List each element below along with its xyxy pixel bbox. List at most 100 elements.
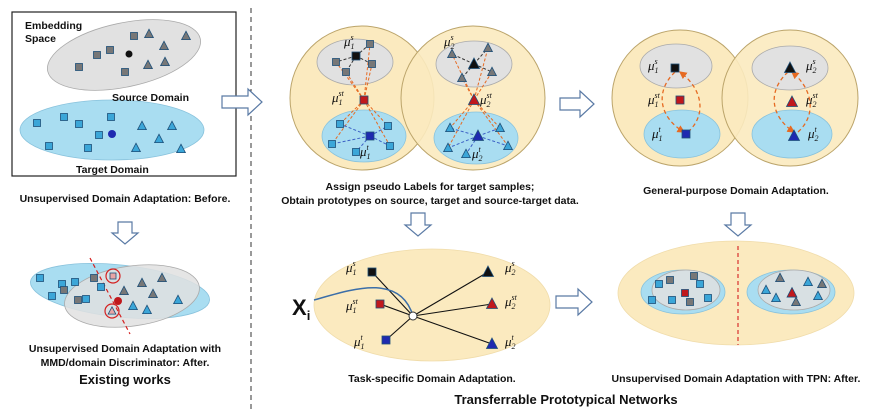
prototype-label: μ1st [647, 91, 661, 109]
prototype-label: μ1t [651, 125, 663, 143]
prototype-label: μ1s [345, 259, 357, 277]
square-marker [668, 296, 676, 304]
connection-line [447, 99, 475, 149]
connection-line [412, 271, 489, 317]
connection-line [477, 127, 501, 137]
tpn-region [617, 240, 855, 346]
circle-marker [125, 50, 133, 58]
square-marker [97, 283, 105, 291]
square-marker [130, 32, 138, 40]
connection-line [345, 71, 365, 101]
square-marker [95, 131, 103, 139]
prototype-label: μ2s [504, 259, 516, 277]
square-marker [351, 51, 361, 61]
caption-tpn-after: Unsupervised Domain Adaptation with TPN:… [612, 373, 861, 385]
prototype-label: μ2t [807, 125, 819, 143]
square-marker [381, 335, 391, 345]
triangle-marker [127, 300, 139, 310]
triangle-marker [482, 42, 494, 52]
panel-task-markers [367, 265, 499, 349]
square-marker [666, 276, 674, 284]
triangle-marker [481, 265, 495, 277]
square-marker [704, 294, 712, 302]
connection-line [473, 47, 489, 101]
source-domain-label: Source Domain [112, 92, 189, 104]
square-marker [681, 129, 691, 139]
triangle-marker [456, 72, 468, 82]
triangle-marker [442, 142, 454, 152]
prototype-label: μ2st [504, 293, 518, 311]
triangle-marker [786, 286, 798, 298]
connection-line [461, 63, 475, 79]
misalignment-circle [105, 268, 121, 284]
triangle-marker [774, 272, 786, 282]
triangle-marker [153, 133, 165, 143]
connection-line [331, 135, 371, 145]
circle-marker [114, 297, 122, 305]
triangle-marker [471, 129, 485, 141]
triangle-marker [816, 278, 828, 288]
triangle-marker [486, 66, 498, 76]
triangle-marker [790, 296, 802, 306]
adaptation-arrow [773, 71, 796, 133]
right-arrow-icon [221, 87, 263, 117]
square-marker [93, 51, 101, 59]
connection-line [447, 135, 479, 149]
square-marker [359, 95, 369, 105]
square-marker [690, 272, 698, 280]
square-marker [365, 131, 375, 141]
prototype-label: μ2s [443, 33, 455, 51]
triangle-marker [446, 48, 458, 58]
connection-line [412, 303, 493, 317]
square-marker [33, 119, 41, 127]
triangle-marker [802, 276, 814, 286]
square-marker [336, 120, 344, 128]
square-marker [107, 113, 115, 121]
triangle-marker [444, 122, 456, 132]
connection-line [385, 315, 414, 341]
xi-connector [313, 287, 414, 317]
connection-line [473, 99, 509, 147]
down-arrow-icon [110, 221, 140, 245]
misalignment-circle [104, 303, 120, 319]
connection-line [363, 43, 371, 101]
square-marker [332, 58, 340, 66]
panel-before-markers [33, 28, 192, 153]
panel-existing-after [30, 257, 210, 335]
square-marker [366, 40, 374, 48]
tpn-title: Transferrable Prototypical Networks [454, 392, 677, 407]
square-marker [36, 274, 44, 282]
prototype-label: μ1st [331, 89, 345, 107]
triangle-marker [785, 95, 799, 107]
triangle-marker [136, 120, 148, 130]
square-marker [45, 142, 53, 150]
square-marker [106, 46, 114, 54]
triangle-marker [141, 304, 153, 314]
prototype-label: μ2t [471, 145, 483, 163]
connection-line [371, 271, 414, 317]
prototype-label: μ2st [805, 91, 819, 109]
prototype-label: μ1s [647, 57, 659, 75]
caption-mmd-line1: Unsupervised Domain Adaptation with [29, 343, 221, 355]
triangle-marker [147, 288, 159, 298]
caption-general-purpose: General-purpose Domain Adaptation. [643, 185, 829, 197]
source-domain-region [47, 19, 201, 91]
connection-line [477, 135, 509, 147]
triangle-marker [770, 292, 782, 302]
square-marker [60, 286, 68, 294]
caption-mmd-line2: MMD/domain Discriminator: After. [41, 357, 210, 369]
caption-assign-line1: Assign pseudo Labels for target samples; [326, 181, 535, 193]
prototype-label: μ1s [343, 33, 355, 51]
square-marker [352, 148, 360, 156]
target-domain-label: Target Domain [76, 164, 149, 176]
square-marker [367, 267, 377, 277]
prototype-label: μ1t [353, 333, 365, 351]
square-marker [48, 292, 56, 300]
adaptation-arrow [661, 71, 686, 133]
square-marker [71, 278, 79, 286]
